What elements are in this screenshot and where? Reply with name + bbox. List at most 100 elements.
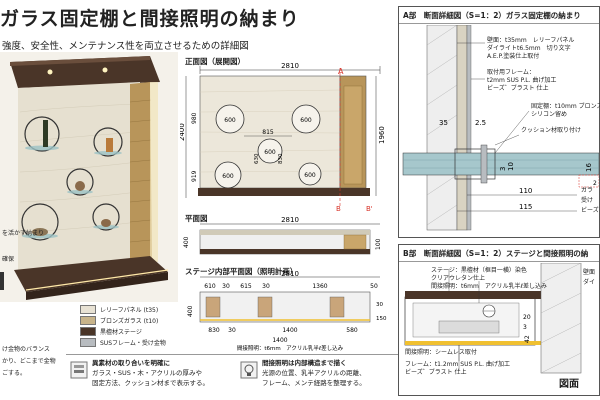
detail-a-note: ダイライトt6.5mm 切り文字	[487, 45, 571, 52]
stage-dim-bot: 30	[228, 327, 236, 334]
legend-label: レリーフパネル (t35)	[100, 307, 159, 314]
dim-919: 919	[191, 170, 198, 182]
bullet-title: 異素材の取り合いを明確に	[92, 359, 170, 367]
dim-630: 630	[254, 153, 260, 164]
stage-dim-bot: 580	[346, 327, 358, 334]
circle-opening	[66, 168, 94, 196]
dim-2-5: 2.5	[475, 119, 486, 127]
detail-a-note: ガラ	[581, 187, 594, 194]
detail-b-note: 間接照明：シームレス取付	[405, 349, 477, 356]
detail-a-note: 壁面：t35mm レリーフパネル	[487, 37, 575, 44]
front-elevation: 2810 2400 980 919 600 600 600 600 600 81…	[180, 62, 386, 212]
dim-42: 42	[524, 335, 531, 343]
downlight-icon	[102, 67, 108, 73]
detail-b-footer: 図面	[559, 379, 579, 390]
legend-label: 黒檀材ステージ	[100, 329, 142, 336]
plan-dim-100: 100	[375, 238, 382, 250]
detail-a-section: 35 2.5 10 3 110 115 16 2	[402, 25, 599, 231]
circle-opening	[24, 116, 60, 152]
stage-dim-top: 30	[262, 283, 270, 290]
stage-dim-total: 2810	[281, 270, 299, 278]
detail-b-note: ダイ	[583, 279, 596, 286]
detail-b-panel: B部 断面詳細図（S=1：2）ステージと間接照明の納 42 20 3 ステージ：…	[398, 244, 600, 396]
stage-dim-400: 400	[187, 305, 194, 317]
dim-20: 20	[523, 314, 531, 321]
dim-2: 2	[593, 180, 597, 187]
stage-dim-top: 610	[204, 283, 216, 290]
detail-a-note: 取付用フレーム：	[487, 69, 535, 76]
stage-plan-label: ステージ内部平面図（照明計画）	[185, 267, 298, 276]
stage	[14, 256, 168, 292]
led-line	[405, 341, 541, 345]
dim-35: 35	[439, 119, 448, 127]
circle-dim: 600	[224, 117, 236, 124]
dim-3: 3	[523, 324, 527, 331]
left-note: ごする。	[2, 370, 27, 377]
dim-980: 980	[191, 112, 198, 124]
detail-a-note: シリコン留め	[531, 111, 568, 118]
circle-dim: 600	[264, 149, 276, 156]
stage-dim-bot: 830	[208, 327, 220, 334]
detail-a-panel: A部 断面詳細図（S=1：2）ガラス固定棚の納まり 35 2.5 10 3 11…	[398, 6, 600, 238]
front-stage	[198, 188, 370, 196]
section-b-label: B	[336, 205, 341, 212]
layers-icon	[70, 361, 88, 379]
stage-dim-top: 30	[222, 283, 230, 290]
bowl-icon	[101, 219, 111, 227]
relief-panel	[18, 82, 140, 274]
left-note: け金物のバランス	[2, 346, 50, 353]
legend-swatch	[80, 305, 96, 314]
bullet-text: ガラス・SUS・木・アクリルの厚みや	[92, 369, 203, 377]
bottle-icon	[106, 138, 113, 152]
detail-a-header: A部 断面詳細図（S=1：2）ガラス固定棚の納まり	[403, 11, 581, 20]
circle-dim: 600	[222, 173, 234, 180]
detail-a-note: t2mm SUS P.L. 曲げ加工	[487, 77, 557, 84]
stage-plan: 2810 610 30 615 30 1360 50 400 30 150 83…	[187, 270, 387, 352]
detail-a-note: 受け	[581, 197, 594, 204]
downlight-icon	[47, 69, 53, 75]
dim-16: 16	[585, 163, 593, 172]
detail-a-note: 固定棚：t10mm ブロンズ ガ	[531, 103, 600, 110]
front-elevation-label: 正面図（展開図）	[185, 57, 245, 66]
stage-dim-top: 615	[240, 283, 252, 290]
dim-830: 830	[278, 153, 284, 164]
dim-110: 110	[519, 187, 532, 195]
rendering-illustration	[0, 52, 178, 302]
stage-dim-30: 30	[376, 302, 383, 308]
bullet-text: 光源の位置、乳半アクリルの距離、	[262, 369, 366, 377]
plan-dim-width: 2810	[281, 216, 299, 224]
bullet-block: 異素材の取り合いを明確に ガラス・SUS・木・アクリルの厚みや 固定方法、クッシ…	[66, 354, 236, 399]
detail-b-section: 42 20 3	[404, 263, 582, 374]
vase-icon	[75, 181, 85, 191]
left-note: を活かす納まり	[2, 230, 45, 237]
left-note: かり、どこまで金物	[2, 358, 56, 365]
bowl-icon	[32, 228, 48, 236]
stage-dim-1400: 1400	[272, 337, 287, 344]
legend-label: SUSフレーム・受け金物	[100, 340, 166, 347]
detail-b-note: ステージ：黒檀材（框目一横）染色	[431, 267, 527, 274]
plan-view: 2810 400 100	[183, 216, 382, 255]
detail-b-header: B部 断面詳細図（S=1：2）ステージと間接照明の納	[403, 249, 589, 258]
dim-815: 815	[262, 129, 274, 136]
bullet-block: 間接照明は内部構造まで描く 光源の位置、乳半アクリルの距離、 フレーム、メンテ経…	[236, 354, 402, 399]
lightbulb-icon	[240, 361, 258, 379]
dim-width: 2810	[281, 62, 299, 70]
legend-swatch	[80, 327, 96, 336]
stage-dim-top: 1360	[312, 283, 327, 290]
circle-opening	[92, 203, 120, 231]
section-a-label: A	[338, 67, 344, 76]
dim-10: 10	[507, 162, 515, 171]
page-title: ガラス固定棚と間接照明の納まり	[0, 8, 300, 30]
bullet-title: 間接照明は内部構造まで描く	[262, 359, 347, 367]
bullet-text: フレーム、メンテ経路を整理する。	[262, 379, 366, 387]
stage-dim-150: 150	[376, 316, 387, 322]
stage-note: 間接照明：t6mm アクリル乳半ℓ差し込み	[237, 344, 344, 352]
detail-b-note: フレーム：t1.2mm SUS P.L. 曲げ加工	[405, 361, 510, 368]
detail-a-note: ビーズ	[581, 207, 599, 214]
dim-1960: 1960	[378, 126, 386, 144]
bottle-icon	[43, 120, 48, 147]
plan-label: 平面図	[185, 214, 208, 223]
stage-top	[405, 291, 541, 299]
detail-a-note: クッション材取り付け	[521, 127, 582, 134]
detail-b-note: 間接照明：t6mm アクリル乳半ℓ差し込み	[431, 283, 548, 290]
